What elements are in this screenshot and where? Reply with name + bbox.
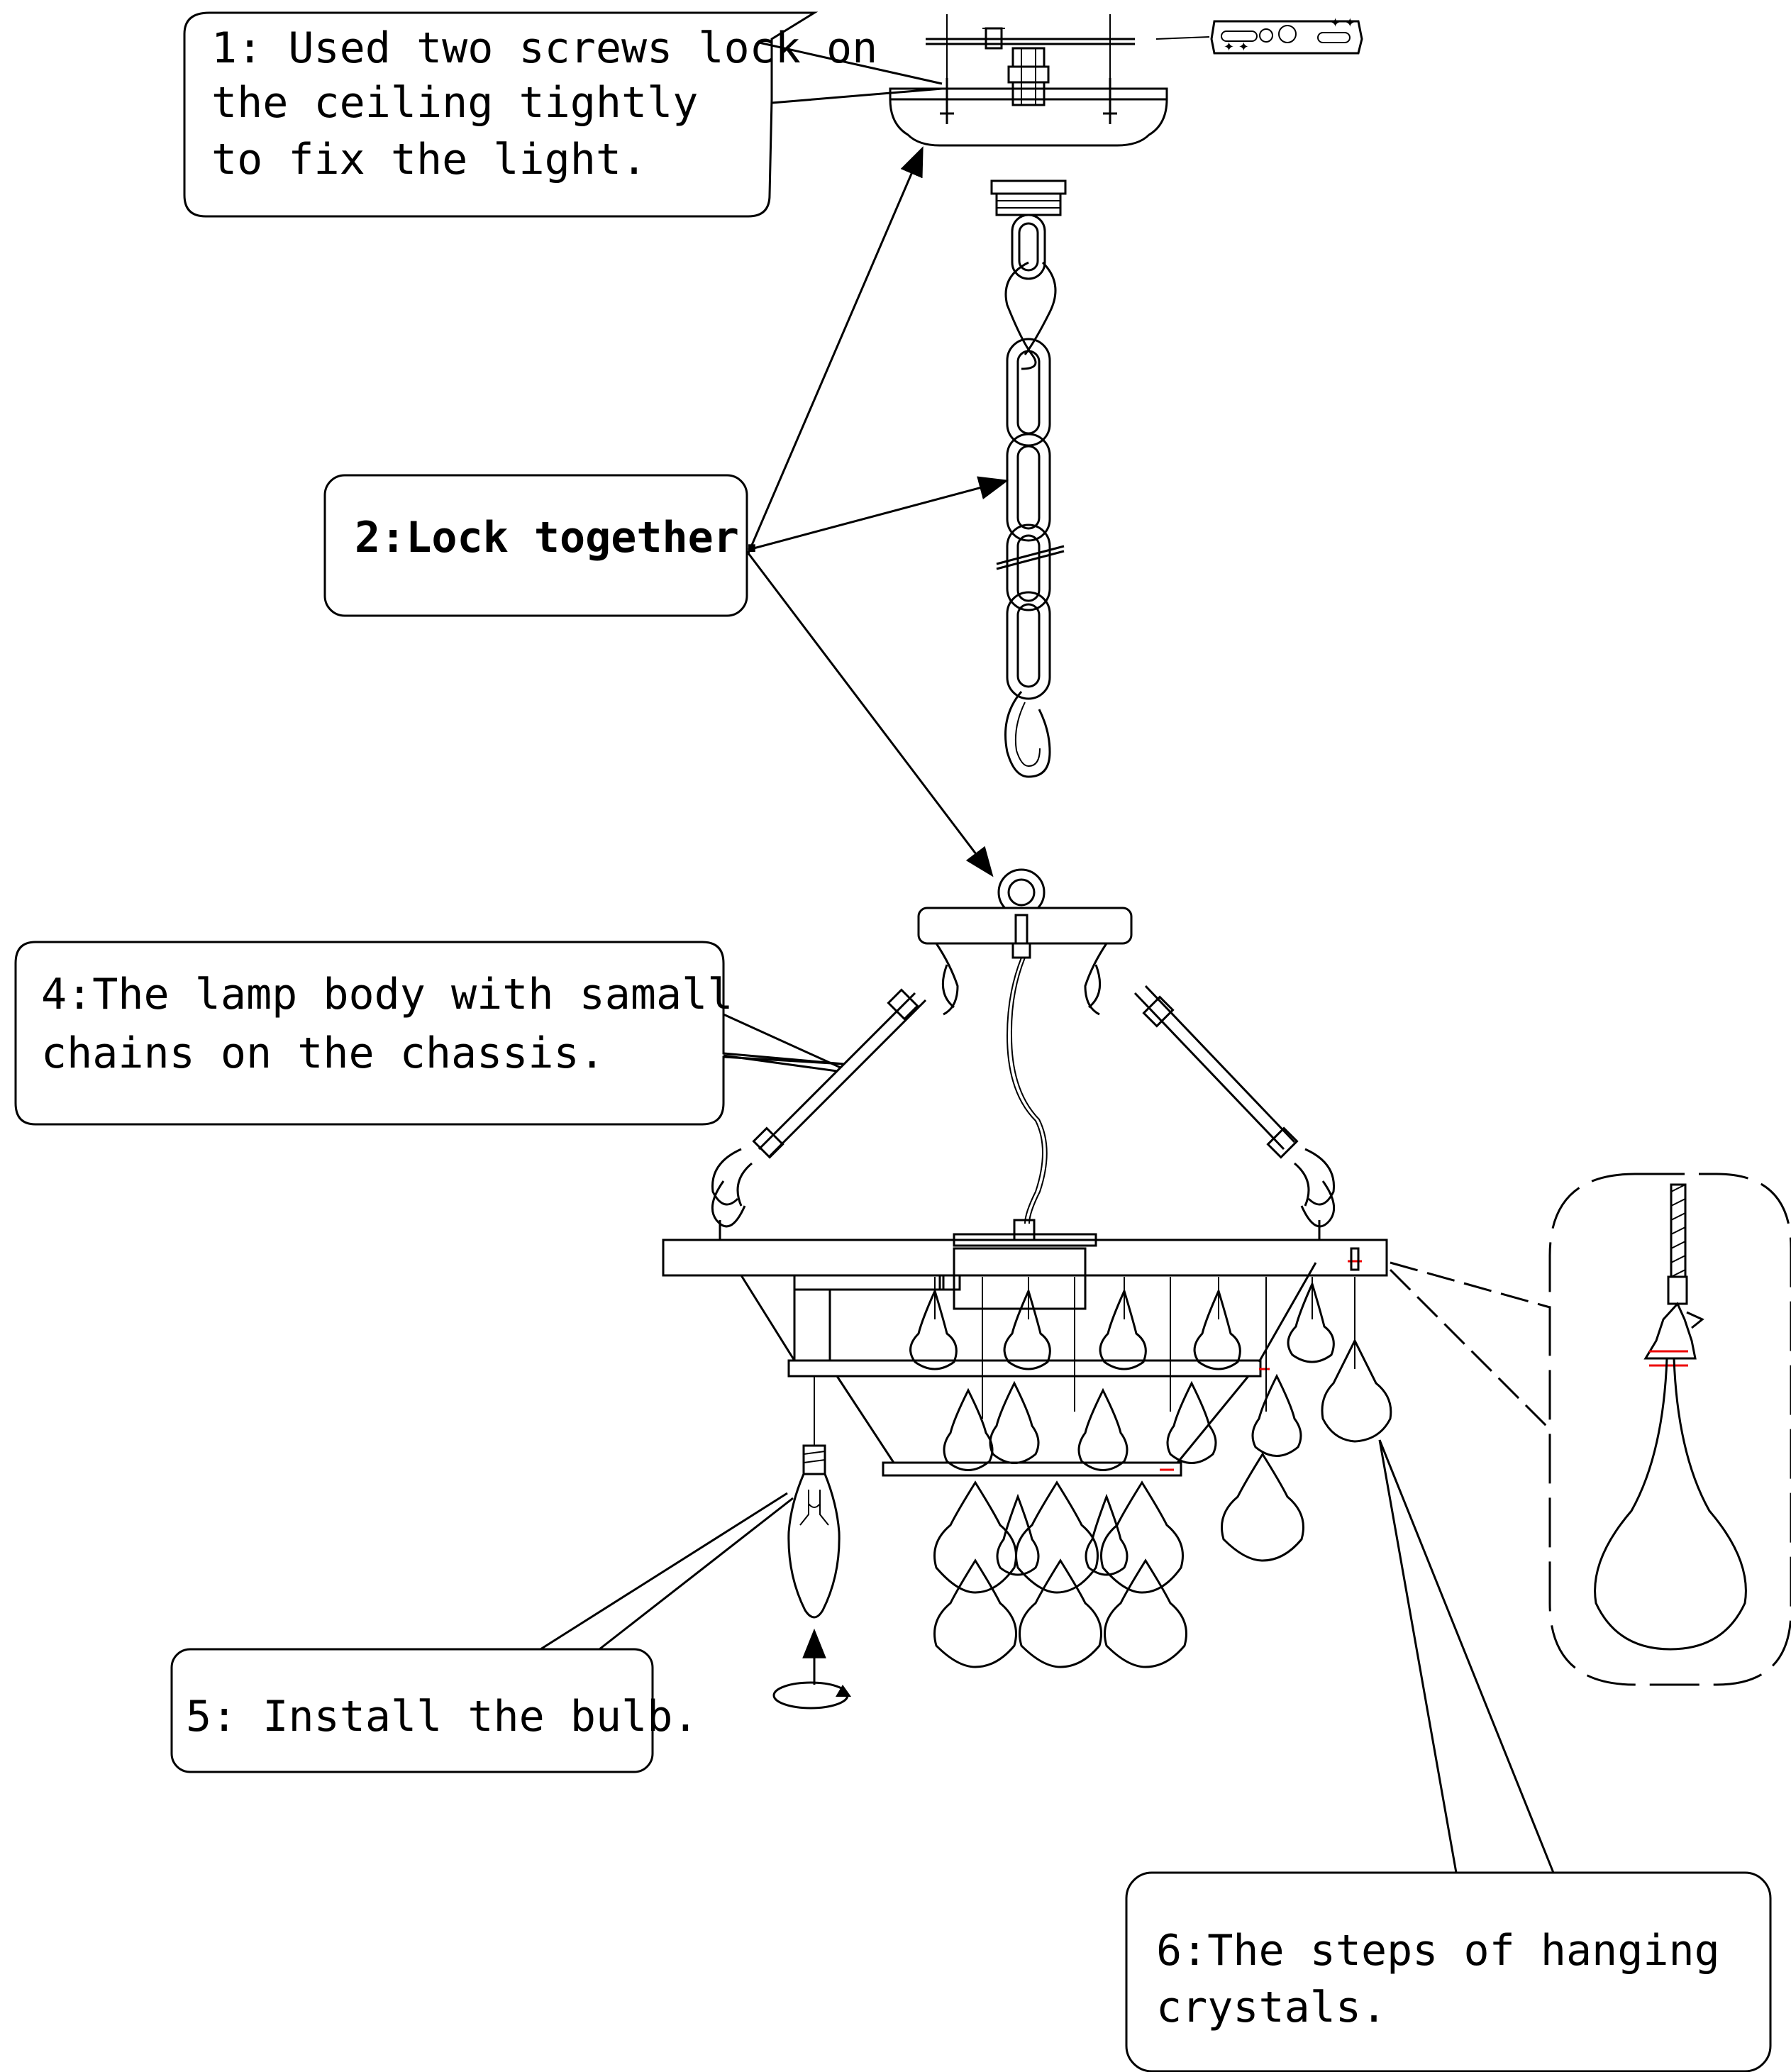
callout-step-6-line-2: crystals.	[1156, 1983, 1387, 2032]
crystal	[1015, 1480, 1099, 1594]
callout-step-1-line-2: the ceiling tightly	[211, 78, 698, 128]
crystal	[909, 1277, 958, 1370]
callout-step-5: 5: Install the bulb.	[170, 1648, 698, 1773]
crystal	[933, 1558, 1017, 1668]
callout-1-pointer-a	[758, 41, 943, 85]
callout-step-4-line-2: chains on the chassis.	[41, 1029, 605, 1078]
callout-step-4: 4:The lamp body with samall chains on th…	[14, 941, 845, 1126]
crystal	[943, 1387, 994, 1471]
crystal	[1221, 1452, 1304, 1562]
detail-leader-upper	[1390, 1261, 1551, 1309]
crystal	[1251, 1373, 1302, 1457]
lamp-small-chain-right	[1084, 943, 1336, 1240]
callout-4-pointer-a	[723, 1013, 841, 1069]
hanging-chain	[990, 179, 1067, 778]
callout-step-6: 6:The steps of hanging crystals.	[1125, 1871, 1772, 2072]
callout-5-pointer-b	[599, 1497, 794, 1651]
ceiling-canopy	[889, 14, 1168, 147]
callout-step-1: 1: Used two screws lock on the ceiling t…	[183, 11, 877, 218]
arrow-to-lamp-ring	[747, 553, 994, 877]
hanging-crystals	[909, 1277, 1392, 1668]
callout-4-pointer-b	[723, 1054, 838, 1073]
crystal	[1085, 1493, 1129, 1576]
callout-step-6-line-1: 6:The steps of hanging	[1156, 1926, 1720, 1976]
callout-6-pointer-b	[1378, 1439, 1555, 1873]
callout-step-4-line-1: 4:The lamp body with samall	[41, 970, 733, 1019]
crystal	[1104, 1558, 1187, 1668]
arrow-to-canopy	[747, 146, 924, 554]
lamp-top-plate	[917, 868, 1133, 1224]
callout-6-pointer-a	[1378, 1439, 1458, 1873]
crystal-detail-view	[1548, 1173, 1791, 1686]
detail-leader-lower	[1389, 1268, 1551, 1431]
crystal	[989, 1380, 1040, 1464]
lamp-chassis	[662, 1219, 1388, 1477]
rotate-arrow-icon	[772, 1628, 851, 1710]
lamp-small-chain-left	[711, 943, 959, 1240]
callout-5-pointer-a	[540, 1492, 788, 1651]
crystal	[1100, 1480, 1184, 1594]
callout-step-2-text: 2:Lock together.	[355, 513, 765, 563]
crystal	[1166, 1380, 1217, 1464]
callout-step-5-text: 5: Install the bulb.	[186, 1692, 698, 1741]
arrow-to-chain	[748, 476, 1009, 551]
crystal	[933, 1480, 1017, 1594]
crystal	[1287, 1277, 1335, 1363]
svg-text:✦ ✦: ✦ ✦	[1330, 16, 1355, 31]
callout-step-1-line-3: to fix the light.	[211, 135, 647, 184]
callout-step-1-line-1: 1: Used two screws lock on	[211, 23, 877, 73]
crystal	[1003, 1277, 1051, 1370]
crystal	[1321, 1277, 1392, 1443]
crystal	[996, 1493, 1040, 1576]
callout-step-2: 2:Lock together.	[323, 474, 765, 617]
crystal	[1193, 1277, 1241, 1370]
svg-text:✦ ✦: ✦ ✦	[1224, 40, 1249, 55]
callout-1-pointer-b	[771, 87, 943, 104]
crystal	[1099, 1277, 1147, 1370]
crystal	[1019, 1558, 1102, 1668]
crystal	[1077, 1387, 1129, 1471]
mounting-bracket-icon: ✦ ✦ ✦ ✦	[1155, 16, 1363, 55]
candle-bulb	[787, 1376, 841, 1619]
